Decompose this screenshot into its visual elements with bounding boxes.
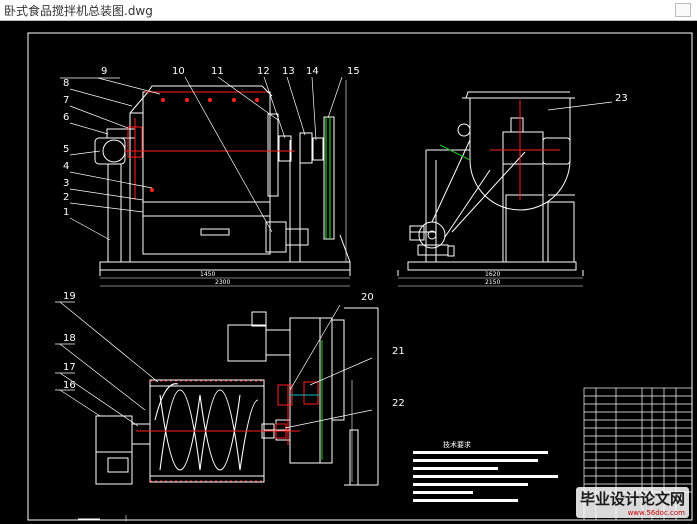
auger-screw bbox=[154, 383, 259, 471]
svg-text:1620: 1620 bbox=[485, 271, 500, 278]
cad-drawing: | bbox=[27, 32, 693, 522]
watermark-name: 毕业设计论文网 bbox=[579, 490, 685, 508]
tech-requirements bbox=[413, 451, 558, 502]
drawing-canvas[interactable]: | bbox=[0, 21, 697, 524]
watermark: 毕业设计论文网 www.56doc.com bbox=[575, 487, 689, 518]
top-view-red bbox=[136, 380, 319, 482]
side-view-green bbox=[439, 144, 471, 161]
title-bar: 卧式食品搅拌机总装图.dwg bbox=[0, 0, 697, 21]
svg-text:1450: 1450 bbox=[200, 271, 215, 278]
side-view bbox=[397, 91, 584, 287]
front-view-red bbox=[125, 91, 295, 200]
window-title: 卧式食品搅拌机总装图.dwg bbox=[4, 4, 153, 18]
front-view-green bbox=[325, 117, 331, 239]
svg-text:2300: 2300 bbox=[215, 279, 230, 286]
watermark-url: www.56doc.com bbox=[627, 509, 685, 517]
svg-text:|: | bbox=[125, 515, 127, 522]
window-control-button[interactable] bbox=[675, 3, 691, 17]
front-view bbox=[94, 80, 351, 287]
leader-lines-front bbox=[60, 76, 343, 241]
svg-text:2150: 2150 bbox=[485, 279, 500, 286]
top-view bbox=[95, 307, 379, 486]
leader-lines-top bbox=[55, 301, 373, 429]
side-view-red bbox=[490, 100, 560, 200]
drawing-frame bbox=[27, 32, 693, 521]
